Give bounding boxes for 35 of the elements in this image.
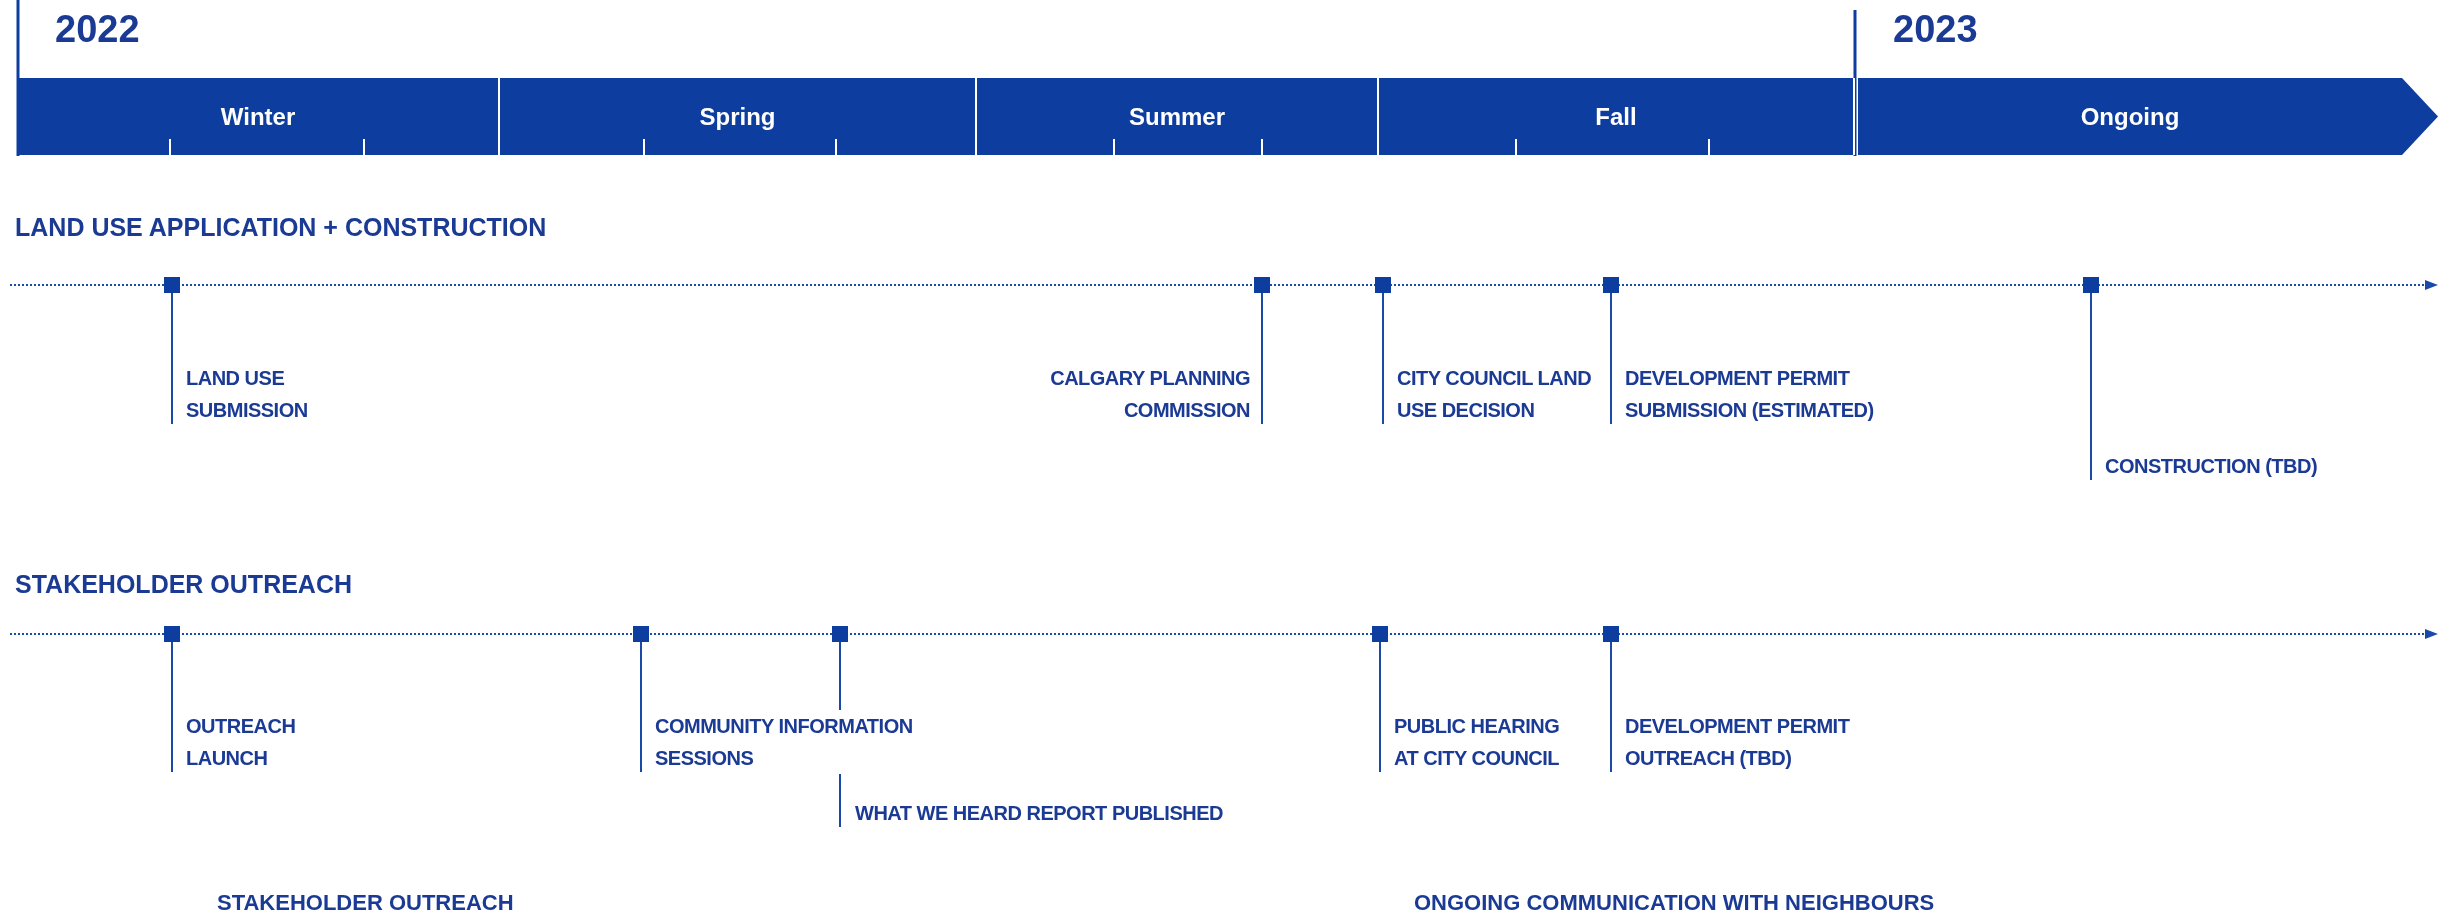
season-label: Ongoing: [2079, 101, 2181, 132]
leader-line: [2090, 292, 2092, 481]
milestone-marker: [164, 626, 180, 642]
leader-line: [640, 641, 642, 773]
phase-label: ONGOING COMMUNICATION WITH NEIGHBOURS: [1414, 890, 1935, 916]
leader-line: [171, 292, 173, 425]
milestone-marker: [164, 277, 180, 293]
season-label: Winter: [220, 102, 296, 131]
season-arrow: [1858, 78, 2438, 155]
milestone-marker: [633, 626, 649, 642]
season-bar: [18, 78, 500, 155]
section-heading: LAND USE APPLICATION + CONSTRUCTION: [15, 213, 547, 242]
milestone-marker: [1603, 626, 1619, 642]
leader-line: [1610, 641, 1612, 773]
milestone-marker: [1254, 277, 1270, 293]
year-label: 2023: [1893, 8, 1978, 51]
leader-line: [1379, 641, 1381, 773]
section-heading: STAKEHOLDER OUTREACH: [15, 570, 353, 599]
milestone-marker: [1372, 626, 1388, 642]
milestone-marker: [1603, 277, 1619, 293]
milestone-marker: [832, 626, 848, 642]
season-label: Fall: [1595, 102, 1637, 131]
season-label: Spring: [699, 102, 776, 131]
milestone-marker: [2083, 277, 2099, 293]
leader-line: [1261, 292, 1263, 425]
season-bar: [977, 78, 1379, 155]
leader-line: [1382, 292, 1384, 425]
year-label: 2022: [55, 8, 140, 51]
season-bar: [1379, 78, 1855, 155]
leader-line: [171, 641, 173, 773]
season-label: Summer: [1128, 102, 1225, 131]
phase-label: STAKEHOLDER OUTREACH: [217, 890, 514, 916]
season-bar: [500, 78, 977, 155]
milestone-marker: [1375, 277, 1391, 293]
leader-line: [1610, 292, 1612, 425]
